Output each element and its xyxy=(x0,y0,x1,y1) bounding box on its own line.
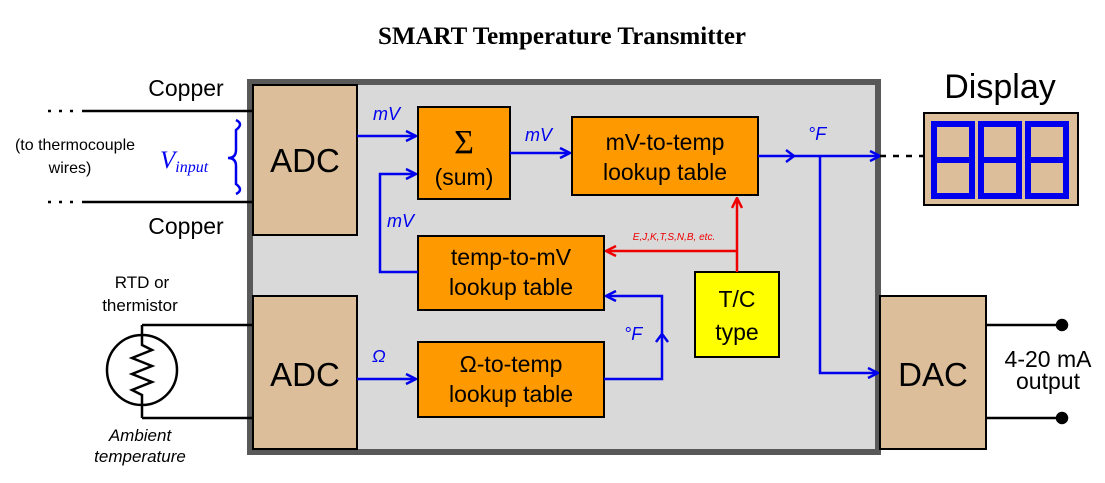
signal-lines-blue xyxy=(357,136,924,379)
diagram-title: SMART Temperature Transmitter xyxy=(378,23,746,50)
adc-top-block xyxy=(252,84,358,236)
adc-bottom-label: ADC xyxy=(270,356,340,393)
ambient-caption-line1: Ambient xyxy=(108,426,173,445)
rtd-label-line1: RTD or xyxy=(115,273,170,292)
degf-flow-mark xyxy=(655,331,669,343)
signal-lines-red xyxy=(606,198,737,272)
dac-label: DAC xyxy=(898,356,968,393)
signal-tc-types: E,J,K,T,S,N,B, etc. xyxy=(633,232,715,243)
mv-to-temp-line2: lookup table xyxy=(603,159,727,185)
tc-type-line1: T/C xyxy=(718,286,755,312)
ohm-to-tempmv-line xyxy=(604,296,664,381)
display-digit-2 xyxy=(978,121,1022,199)
mv-flow-mark xyxy=(785,149,797,163)
adc-top-label: ADC xyxy=(270,142,340,179)
temp-to-mv-block xyxy=(417,235,605,311)
output-terminals xyxy=(986,318,1069,425)
signal-degf-ohm: °F xyxy=(624,324,643,344)
vinput-main: V xyxy=(160,147,178,174)
output-label-line2: output xyxy=(1016,368,1081,394)
mv-to-temp-line1: mV-to-temp xyxy=(606,129,725,155)
branch-to-dac-line xyxy=(818,156,878,373)
rtd-sensor xyxy=(105,323,253,420)
temp-to-mv-line1: temp-to-mV xyxy=(451,244,572,270)
signal-ohm: Ω xyxy=(372,346,386,366)
signal-degf-out: °F xyxy=(808,124,827,144)
display-digit-3 xyxy=(1025,121,1069,199)
ohm-to-temp-line1: Ω-to-temp xyxy=(460,351,563,377)
tc-type-block xyxy=(694,271,780,358)
mv-to-temp-block xyxy=(571,116,759,196)
temp-to-mv-line2: lookup table xyxy=(449,274,573,300)
feedback-line xyxy=(378,174,418,274)
copper-label-top: Copper xyxy=(148,75,224,101)
tc-type-line2: type xyxy=(715,319,758,345)
rtd-label-line2: thermistor xyxy=(102,296,178,315)
output-label-line1: 4-20 mA xyxy=(1005,346,1093,372)
signal-mv-adc: mV xyxy=(373,104,402,124)
copper-label-bottom: Copper xyxy=(148,213,224,239)
thermocouple-wires xyxy=(48,109,253,204)
ohm-to-temp-line2: lookup table xyxy=(449,381,573,407)
thermocouple-note-line1: (to thermocouple xyxy=(15,137,135,154)
display-digit-1 xyxy=(931,121,975,199)
ambient-caption-line2: temperature xyxy=(94,447,186,466)
signal-mv-sum: mV xyxy=(525,125,554,145)
adc-bottom-block xyxy=(252,295,358,450)
vinput-label: Vinput xyxy=(160,147,209,176)
vinput-brace xyxy=(227,118,242,196)
sum-label: (sum) xyxy=(435,164,494,190)
sum-symbol: Σ xyxy=(454,124,474,161)
dac-block xyxy=(879,295,987,450)
display-label: Display xyxy=(944,68,1055,106)
thermocouple-note-line2: wires) xyxy=(48,160,92,177)
display-digits xyxy=(931,121,1069,199)
vinput-sub: input xyxy=(175,159,208,176)
signal-mv-feedback: mV xyxy=(387,211,416,231)
